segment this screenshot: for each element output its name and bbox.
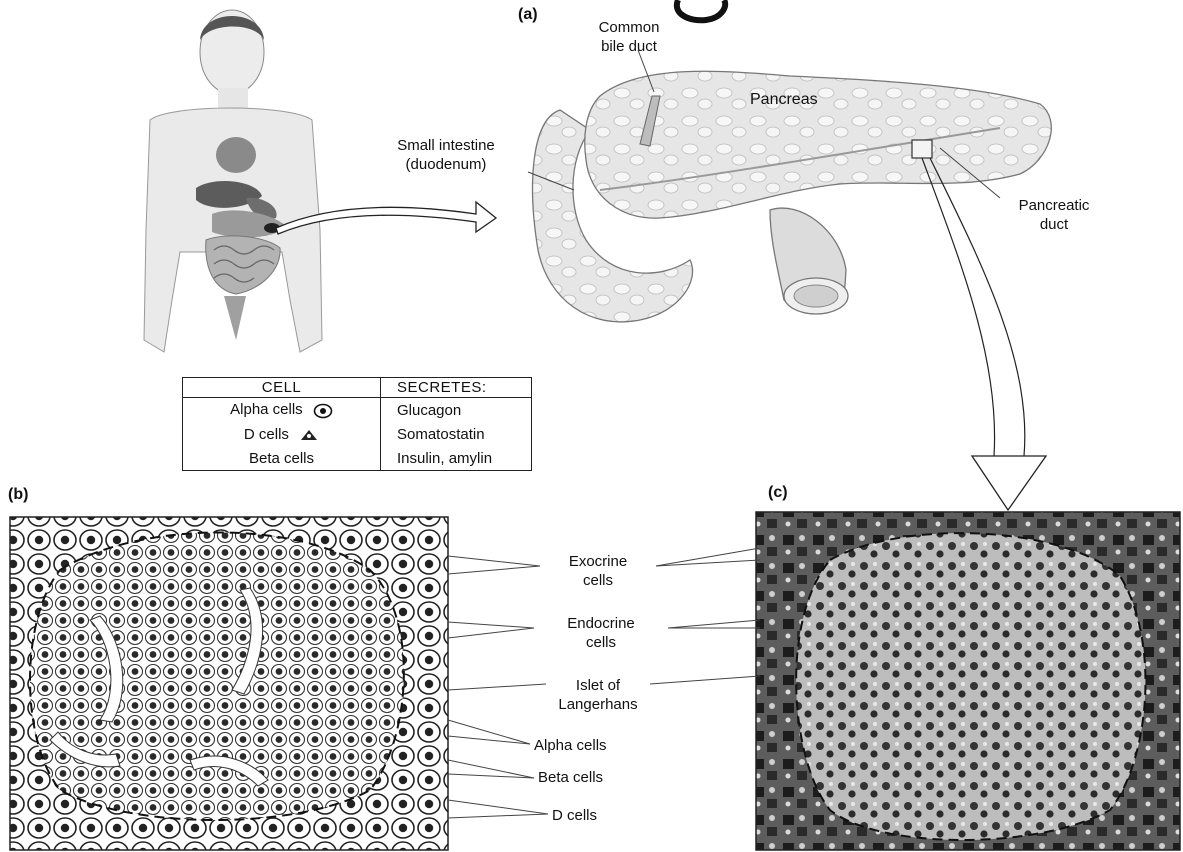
label-pancreatic-duct-line1: Pancreatic [1004, 196, 1104, 215]
table-cell-name: Beta cells [249, 450, 314, 467]
islet-micrograph-c [756, 512, 1180, 850]
table-row: Alpha cells Glucagon [183, 398, 532, 423]
table-cell-secretes: Somatostatin [381, 422, 532, 446]
islet-drawing-b [10, 517, 448, 850]
label-pancreas: Pancreas [750, 90, 818, 109]
label-beta-cells: Beta cells [538, 768, 603, 787]
table-header-cell: CELL [183, 378, 381, 398]
label-common-bile-duct: Common bile duct [574, 18, 684, 56]
label-endocrine-line2: cells [534, 633, 668, 652]
table-cell-secretes: Glucagon [381, 398, 532, 423]
label-islet-of-langerhans: Islet of Langerhans [540, 676, 656, 714]
table-header-row: CELL SECRETES: [183, 378, 532, 398]
table-cell-name: Alpha cells [230, 401, 303, 418]
table-row: Beta cells Insulin, amylin [183, 446, 532, 471]
label-small-intestine: Small intestine (duodenum) [376, 136, 516, 174]
human-body-illustration [144, 10, 322, 352]
panel-label-b: (b) [8, 486, 28, 504]
label-common-bile-duct-line2: bile duct [574, 37, 684, 56]
d-cell-symbol-icon [299, 428, 319, 442]
label-exocrine-line1: Exocrine [540, 552, 656, 571]
panel-label-c: (c) [768, 484, 788, 502]
label-alpha-cells: Alpha cells [534, 736, 607, 755]
alpha-cell-symbol-icon [313, 403, 333, 419]
label-small-intestine-line1: Small intestine [376, 136, 516, 155]
label-common-bile-duct-line1: Common [574, 18, 684, 37]
table-cell-name: D cells [244, 426, 289, 443]
label-exocrine-cells: Exocrine cells [540, 552, 656, 590]
title-fragment [677, 0, 725, 20]
label-endocrine-line1: Endocrine [534, 614, 668, 633]
label-exocrine-line2: cells [540, 571, 656, 590]
table-header-secretes: SECRETES: [381, 378, 532, 398]
label-pancreatic-duct: Pancreatic duct [1004, 196, 1104, 234]
label-pancreatic-duct-line2: duct [1004, 215, 1104, 234]
label-small-intestine-line2: (duodenum) [376, 155, 516, 174]
table-row: D cells Somatostatin [183, 422, 532, 446]
cell-secretion-table: CELL SECRETES: Alpha cells Glucagon D ce… [182, 377, 532, 471]
label-endocrine-cells: Endocrine cells [534, 614, 668, 652]
table-cell-secretes: Insulin, amylin [381, 446, 532, 471]
panel-label-a: (a) [518, 6, 538, 24]
label-islet-line1: Islet of [540, 676, 656, 695]
label-islet-line2: Langerhans [540, 695, 656, 714]
label-d-cells: D cells [552, 806, 597, 825]
